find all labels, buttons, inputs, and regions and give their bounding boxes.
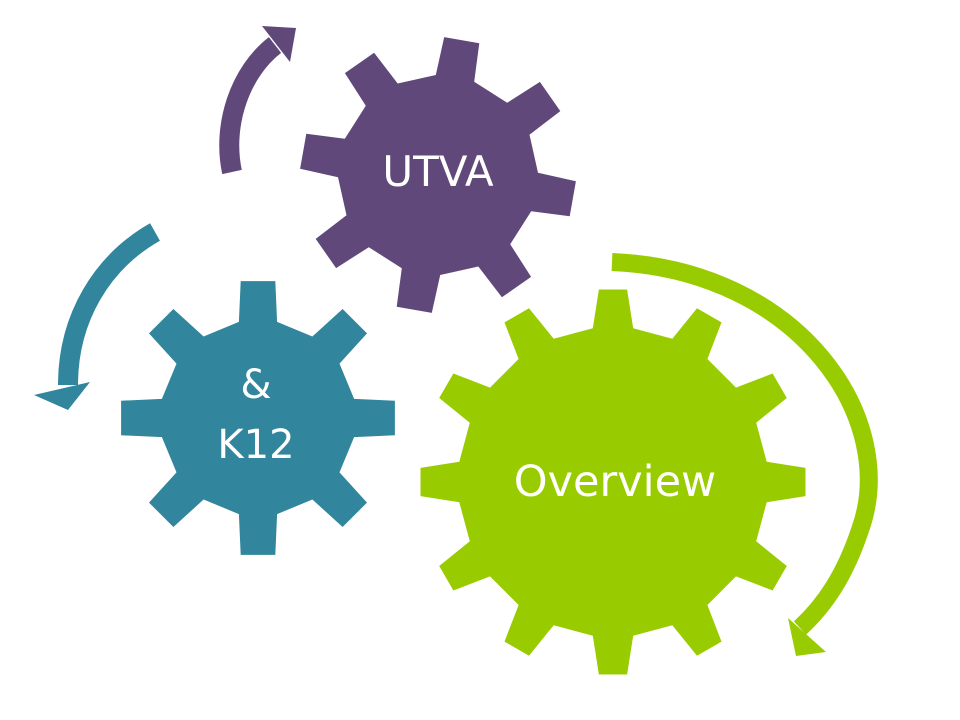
utva-gear-label: UTVA: [382, 147, 494, 196]
teal-cycle-arrow: [58, 223, 161, 386]
purple-cycle-arrow: [219, 37, 282, 175]
green-cycle-arrow: [611, 253, 878, 635]
utva-gear-shape: [300, 37, 576, 313]
overview-gear-shape: [420, 289, 806, 675]
purple-arrow-head: [262, 26, 296, 62]
teal-arrow-head: [34, 382, 90, 410]
overview-gear-label: Overview: [513, 457, 717, 507]
k12-gear-label: & K12: [217, 362, 295, 468]
green-arrow-head: [788, 618, 826, 656]
k12-gear-shape: [121, 281, 395, 555]
